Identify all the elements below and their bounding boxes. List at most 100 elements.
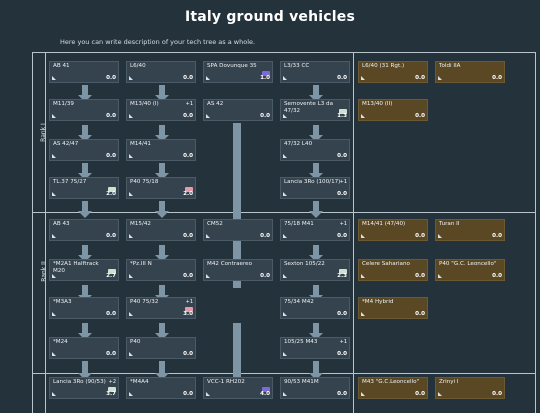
vehicle-type-icon <box>206 76 210 80</box>
vehicle-name: AB 41 <box>53 63 70 69</box>
vehicle-card[interactable]: AS 42/47 0.0 <box>49 139 119 161</box>
group-count-badge: +1 <box>185 298 196 307</box>
research-arrow <box>309 323 323 340</box>
vehicle-card[interactable]: TL.37 75/27 2.0 <box>49 177 119 199</box>
vehicle-type-icon <box>206 114 210 118</box>
research-arrow <box>309 125 323 142</box>
vehicle-name: M43 "G.C.Leoncello" <box>362 379 420 385</box>
class-icon <box>108 387 116 392</box>
battle-rating: 0.0 <box>183 233 193 239</box>
page-title: Italy ground vehicles <box>184 9 356 25</box>
vehicle-card[interactable]: M42 Contraereo 0.0 <box>203 259 273 281</box>
vehicle-type-icon <box>283 114 287 118</box>
battle-rating: 0.0 <box>492 233 502 239</box>
vehicle-card[interactable]: Lancia 3Ro (100/17) +1 0.0 <box>280 177 350 199</box>
vehicle-type-icon <box>129 312 133 316</box>
premium-vehicle-card[interactable]: *M4 Hybrid 0.0 <box>358 297 428 319</box>
vehicle-name: L3/33 CC <box>284 63 310 69</box>
vehicle-name: Zrinyi I <box>439 379 459 385</box>
vehicle-name: P40 75/32 <box>130 299 159 305</box>
battle-rating: 0.0 <box>106 75 116 81</box>
vehicle-card[interactable]: 105/25 M43 +1 0.0 <box>280 337 350 359</box>
premium-vehicle-card[interactable]: M14/41 (47/40) 0.0 <box>358 219 428 241</box>
premium-vehicle-card[interactable]: Toldi IIA 0.0 <box>435 61 505 83</box>
premium-vehicle-card[interactable]: Zrinyi I 0.0 <box>435 377 505 399</box>
vehicle-card[interactable]: M14/41 0.0 <box>126 139 196 161</box>
vehicle-card[interactable]: AB 43 0.0 <box>49 219 119 241</box>
vehicle-card[interactable]: AS 42 0.0 <box>203 99 273 121</box>
battle-rating: 0.0 <box>415 75 425 81</box>
battle-rating: 0.0 <box>106 113 116 119</box>
premium-vehicle-card[interactable]: M43 "G.C.Leoncello" 0.0 <box>358 377 428 399</box>
vehicle-card[interactable]: *M2A1 Halftrack M20 2.7 <box>49 259 119 281</box>
battle-rating: 0.0 <box>337 351 347 357</box>
vehicle-name: 75/18 M41 <box>284 221 314 227</box>
vehicle-card[interactable]: 75/18 M41 +1 0.0 <box>280 219 350 241</box>
vehicle-card[interactable]: L6/40 0.0 <box>126 61 196 83</box>
research-arrow <box>155 245 169 262</box>
research-arrow <box>78 323 92 340</box>
vehicle-type-icon <box>129 154 133 158</box>
vehicle-type-icon <box>283 312 287 316</box>
vehicle-type-icon <box>206 274 210 278</box>
vehicle-name: TL.37 75/27 <box>53 179 87 185</box>
vehicle-type-icon <box>129 234 133 238</box>
research-arrow <box>78 125 92 142</box>
premium-vehicle-card[interactable]: P40 "G.C. Leoncello" 0.0 <box>435 259 505 281</box>
vehicle-card[interactable]: Semovente L3 da 47/32 1.3 <box>280 99 350 121</box>
vehicle-card[interactable]: SPA Dovunque 35 1.0 <box>203 61 273 83</box>
research-arrow <box>155 163 169 180</box>
premium-vehicle-card[interactable]: M13/40 (II) 0.0 <box>358 99 428 121</box>
vehicle-name: *Pz.III N <box>130 261 152 267</box>
vehicle-card[interactable]: VCC-1 RH202 4.0 <box>203 377 273 399</box>
battle-rating: 0.0 <box>415 113 425 119</box>
class-icon <box>108 269 116 274</box>
premium-vehicle-card[interactable]: Turan II 0.0 <box>435 219 505 241</box>
vehicle-type-icon <box>52 312 56 316</box>
vehicle-card[interactable]: AB 41 0.0 <box>49 61 119 83</box>
research-arrow <box>309 85 323 102</box>
battle-rating: 0.0 <box>492 273 502 279</box>
vehicle-type-icon <box>438 234 442 238</box>
vehicle-name: VCC-1 RH202 <box>207 379 245 385</box>
vehicle-card[interactable]: CM52 0.0 <box>203 219 273 241</box>
vehicle-type-icon <box>52 192 56 196</box>
vehicle-card[interactable]: Sexton 105/22 2.3 <box>280 259 350 281</box>
group-count-badge: +1 <box>339 220 350 229</box>
vehicle-card[interactable]: 90/53 M41M 0.0 <box>280 377 350 399</box>
premium-vehicle-card[interactable]: Celere Sahariano 0.0 <box>358 259 428 281</box>
vehicle-card[interactable]: P40 75/18 2.0 <box>126 177 196 199</box>
vehicle-name: L6/40 (31 Rgt.) <box>362 63 405 69</box>
battle-rating: 2.0 <box>106 191 116 197</box>
rank-label-1: Rank I <box>39 123 47 142</box>
vehicle-card[interactable]: 47/32 L40 0.0 <box>280 139 350 161</box>
premium-column-divider <box>353 53 354 413</box>
vehicle-card[interactable]: M15/42 0.0 <box>126 219 196 241</box>
vehicle-name: M15/42 <box>130 221 151 227</box>
battle-rating: 0.0 <box>337 233 347 239</box>
vehicle-card[interactable]: 75/34 M42 0.0 <box>280 297 350 319</box>
vehicle-card[interactable]: P40 75/32 +1 3.0 <box>126 297 196 319</box>
vehicle-card[interactable]: P40 0.0 <box>126 337 196 359</box>
vehicle-name: Semovente L3 da 47/32 <box>284 101 334 114</box>
vehicle-card[interactable]: Lancia 3Ro (90/53) +2 3.7 <box>49 377 119 399</box>
vehicle-card[interactable]: M11/39 0.0 <box>49 99 119 121</box>
vehicle-card[interactable]: *M3A3 0.0 <box>49 297 119 319</box>
research-arrow <box>155 361 169 380</box>
battle-rating: 0.0 <box>260 273 270 279</box>
vehicle-card[interactable]: *M4A4 0.0 <box>126 377 196 399</box>
battle-rating: 0.0 <box>260 233 270 239</box>
page-header: Italy ground vehicles <box>0 0 540 40</box>
research-arrow <box>78 85 92 102</box>
premium-vehicle-card[interactable]: L6/40 (31 Rgt.) 0.0 <box>358 61 428 83</box>
vehicle-card[interactable]: *Pz.III N 0.0 <box>126 259 196 281</box>
vehicle-card[interactable]: *M24 0.0 <box>49 337 119 359</box>
vehicle-card[interactable]: M13/40 (I) +1 0.0 <box>126 99 196 121</box>
vehicle-type-icon <box>52 274 56 278</box>
vehicle-name: SPA Dovunque 35 <box>207 63 257 69</box>
vehicle-type-icon <box>361 274 365 278</box>
vehicle-card[interactable]: L3/33 CC 0.0 <box>280 61 350 83</box>
battle-rating: 0.0 <box>415 233 425 239</box>
vehicle-name: AS 42/47 <box>53 141 79 147</box>
vehicle-name: Lancia 3Ro (100/17) <box>284 179 341 185</box>
